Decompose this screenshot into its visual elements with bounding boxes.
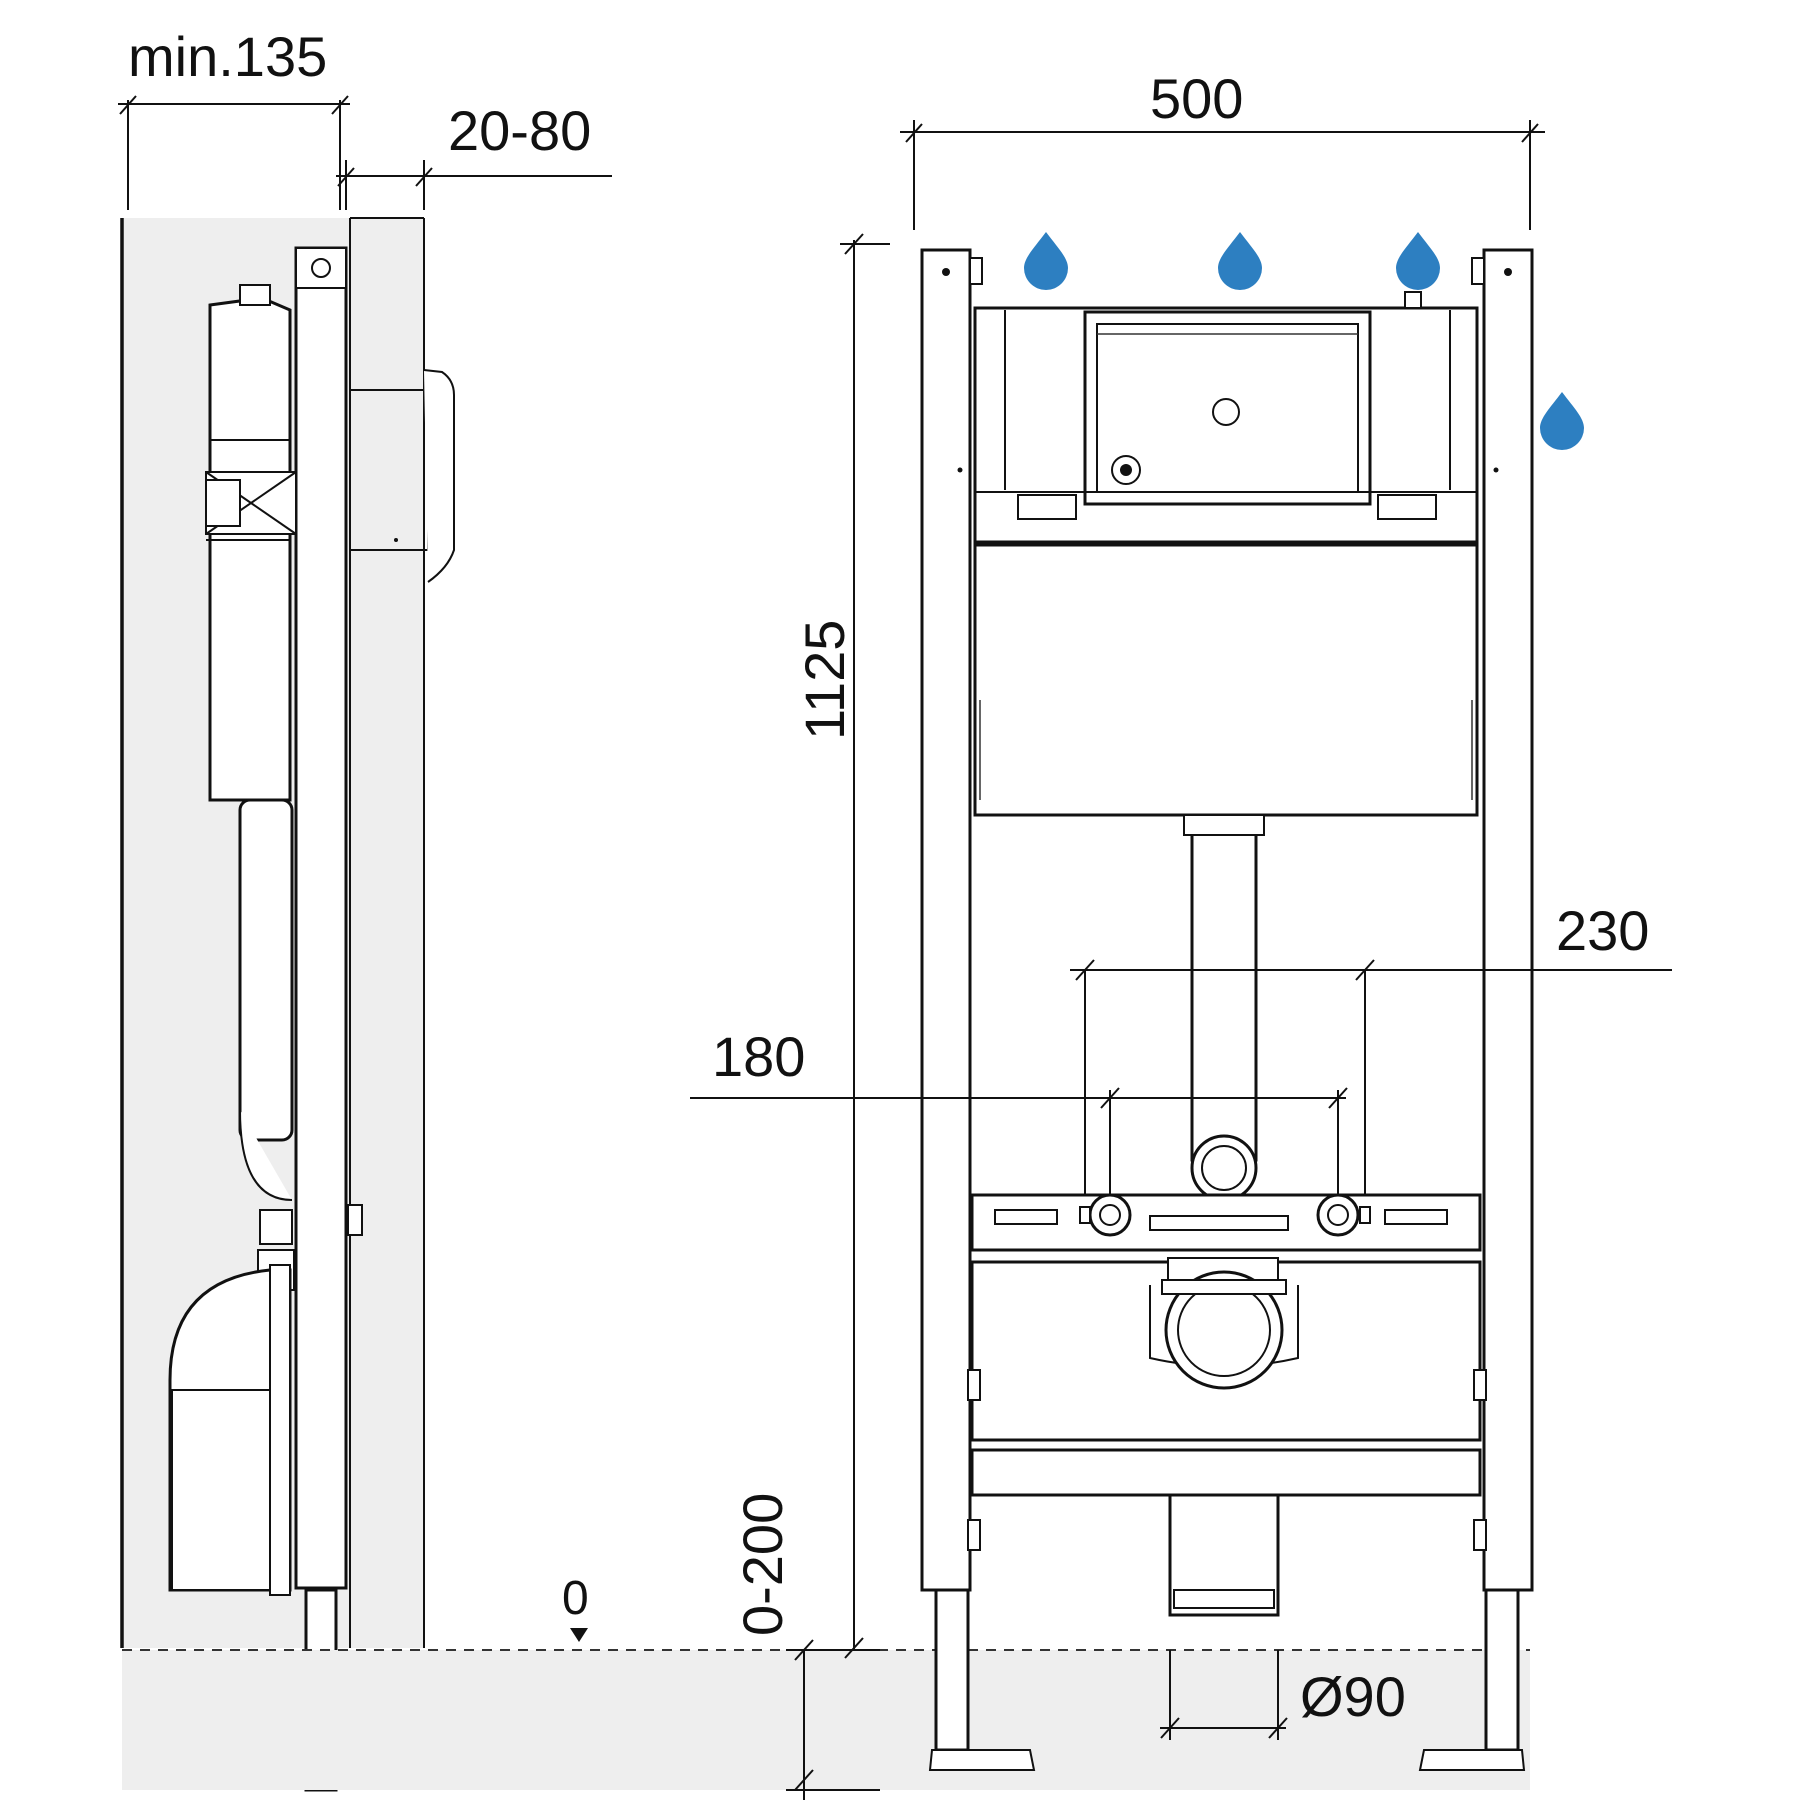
dim-1125: 1125 — [793, 233, 890, 1659]
right-leg — [1484, 1588, 1520, 1752]
right-upright — [1482, 248, 1534, 1592]
label-floor-zero: 0 — [562, 1572, 589, 1625]
dim-500: 500 — [900, 67, 1545, 230]
side-frame-upright — [294, 246, 348, 1590]
cistern-body — [973, 543, 1479, 817]
dim-230: 230 — [1070, 899, 1672, 1195]
front-flush-pipe — [1190, 813, 1258, 1162]
dim-0-200: 0-200 — [731, 1493, 880, 1800]
cover-board — [350, 218, 424, 1648]
floor-crossbar — [970, 1448, 1482, 1497]
water-drops — [1024, 232, 1584, 450]
floor-reference: 0 — [122, 1572, 1530, 1790]
left-leg — [934, 1588, 970, 1752]
dim-180: 180 — [690, 1025, 1348, 1195]
label-500: 500 — [1150, 67, 1243, 130]
triangle-down-icon — [570, 1628, 588, 1642]
label-diameter-90: Ø90 — [1300, 1665, 1406, 1728]
side-flush-pipe — [238, 798, 294, 1142]
label-230: 230 — [1556, 899, 1649, 962]
water-drop-icon — [1396, 232, 1440, 290]
label-min135: min.135 — [128, 25, 327, 88]
label-20-80: 20-80 — [448, 99, 591, 162]
side-cistern — [208, 296, 292, 802]
side-view: min.135 20-80 — [118, 25, 612, 1792]
label-1125: 1125 — [793, 620, 856, 740]
left-upright — [920, 248, 972, 1592]
water-drop-icon — [1218, 232, 1262, 290]
dim-min135: min.135 — [118, 25, 350, 210]
dim-20-80: 20-80 — [336, 99, 612, 210]
front-view: 500 1125 230 180 — [690, 67, 1672, 1800]
water-drop-icon — [1540, 392, 1584, 450]
label-0-200: 0-200 — [731, 1493, 794, 1636]
dim-diameter-90: Ø90 — [1160, 1650, 1406, 1740]
label-180: 180 — [712, 1025, 805, 1088]
water-drop-icon — [1024, 232, 1068, 290]
